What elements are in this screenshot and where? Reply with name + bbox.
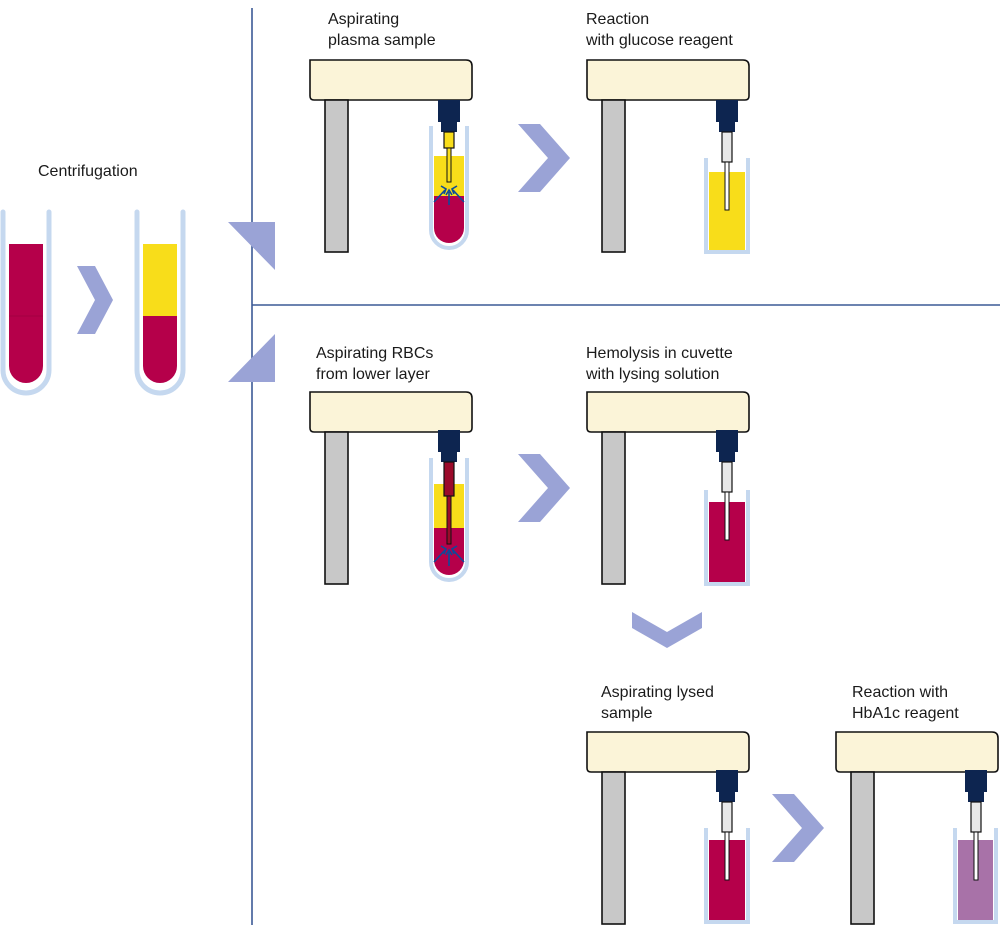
label-line: HbA1c reagent — [852, 705, 959, 722]
probe-hba1c — [965, 770, 987, 881]
arrow-plasma-to-glucose — [518, 124, 570, 192]
label-hemolysis: Hemolysis in cuvette with lysing solutio… — [586, 343, 733, 385]
blood-tube-before-centrifugation — [0, 209, 52, 396]
label-aspirating-rbcs: Aspirating RBCs from lower layer — [316, 343, 433, 385]
label-line: plasma sample — [328, 32, 436, 49]
label-line: sample — [601, 705, 653, 722]
label-line: Aspirating RBCs — [316, 345, 434, 362]
arrow-hemolysis-to-lysed — [632, 612, 702, 648]
label-line: Reaction with — [852, 684, 949, 701]
centrifugation-arrow — [77, 266, 113, 334]
label-line: with glucose reagent — [586, 32, 733, 49]
label-line: Aspirating lysed — [601, 684, 714, 701]
probe-lysed — [716, 770, 738, 881]
label-line: Hemolysis in cuvette — [586, 345, 733, 362]
label-hba1c-reaction: Reaction with HbA1c reagent — [852, 682, 959, 724]
label-line: Aspirating — [328, 11, 400, 28]
branch-arrow-to-hba1c — [228, 334, 275, 382]
centrifugation-label: Centrifugation — [38, 161, 138, 182]
probe-glucose — [716, 100, 738, 211]
label-line: Reaction — [586, 11, 650, 28]
arrow-lysed-to-hba1c — [772, 794, 824, 862]
arrow-rbcs-to-hemolysis — [518, 454, 570, 522]
probe-plasma — [433, 100, 465, 205]
label-glucose-reaction: Reaction with glucose reagent — [586, 9, 733, 51]
branch-arrow-to-glucose — [228, 222, 275, 270]
centrifugation-label-text: Centrifugation — [38, 163, 138, 180]
label-aspirating-plasma: Aspirating plasma sample — [328, 9, 436, 51]
label-aspirating-lysed: Aspirating lysed sample — [601, 682, 714, 724]
blood-tube-after-centrifugation — [134, 209, 186, 396]
label-line: from lower layer — [316, 366, 430, 383]
probe-hemolysis — [716, 430, 738, 541]
label-line: with lysing solution — [586, 366, 720, 383]
probe-rbcs — [433, 430, 465, 566]
